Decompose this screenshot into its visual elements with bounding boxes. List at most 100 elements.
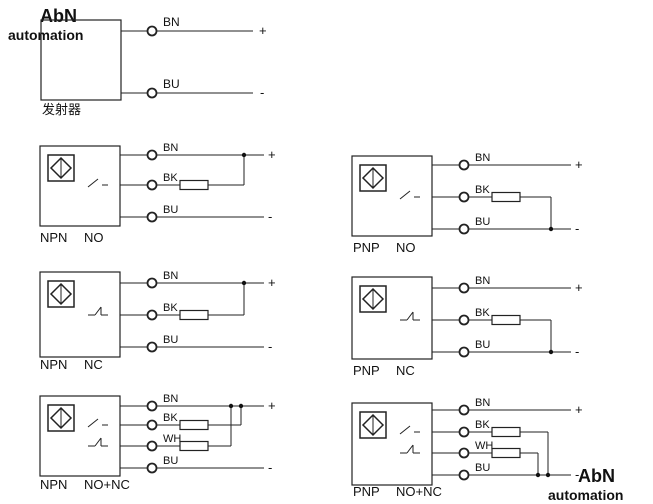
junction-dot: [228, 403, 234, 409]
wire-label: BK: [163, 412, 178, 424]
terminal-node: [458, 404, 470, 416]
wire-label: BN: [163, 270, 178, 282]
normally-closed-switch-icon: [88, 437, 108, 447]
wire-label: BU: [163, 455, 178, 467]
sensor-symbol-square: [47, 280, 75, 308]
wire-bk: BK: [432, 419, 490, 438]
photoelectric-sensor-icon: [47, 280, 75, 308]
resistor-body: [491, 426, 521, 438]
terminal-node: [146, 341, 158, 353]
wire-label: BU: [475, 339, 490, 351]
switch-mode-label: NO: [84, 230, 104, 245]
switch-blade: [94, 437, 102, 447]
output-type-label: NPN: [40, 230, 67, 245]
terminal-sign: +: [268, 275, 276, 290]
terminal-node: [458, 426, 470, 438]
resistor-body: [179, 440, 209, 452]
wire-label: BU: [163, 334, 178, 346]
wire-label: BU: [475, 462, 490, 474]
normally-closed-switch-icon: [400, 444, 420, 454]
sensor-diagram-pnp-no: PNP NO BN + BK BU-: [351, 152, 583, 255]
wire-label: BK: [475, 307, 490, 319]
resistor-body: [179, 419, 209, 431]
wire-label: BN: [475, 152, 490, 164]
photoelectric-sensor-icon: [47, 154, 75, 182]
terminal-node: [146, 419, 158, 431]
wire-bu: BU-: [432, 216, 579, 236]
switch-blade: [406, 444, 414, 454]
switch-blade: [87, 178, 99, 188]
resistor-body: [179, 179, 209, 191]
wire-bu: BU-: [120, 204, 272, 224]
terminal-node: [458, 282, 470, 294]
sensor-symbol-square: [47, 404, 75, 432]
wire-bu: BU -: [121, 77, 264, 100]
wire-bu: BU -: [432, 339, 579, 359]
wire-label: BN: [475, 275, 490, 287]
wire-wh: WH: [432, 440, 493, 459]
terminal-sign: -: [260, 85, 264, 100]
junction-dot: [238, 403, 244, 409]
switch-mode-label: NO: [396, 240, 416, 255]
wire-bk: BK: [120, 412, 178, 431]
resistor-body: [491, 191, 521, 203]
wire-label: BK: [163, 302, 178, 314]
resistor-body: [179, 309, 209, 321]
junction-dot: [535, 472, 541, 478]
junction-dot: [548, 226, 554, 232]
terminal-node: [146, 25, 158, 37]
wire-bu: BU-: [120, 334, 272, 354]
normally-open-switch-icon: [87, 178, 108, 188]
wire-bn: BN+: [432, 397, 583, 417]
terminal-node: [146, 149, 158, 161]
output-type-label: NPN: [40, 357, 67, 372]
wire-label: BK: [475, 184, 490, 196]
wire-label: BN: [475, 397, 490, 409]
terminal-node: [146, 87, 158, 99]
terminal-node: [458, 447, 470, 459]
load-resistor: [468, 426, 551, 478]
normally-closed-switch-icon: [400, 311, 420, 321]
resistor-body: [491, 314, 521, 326]
terminal-sign: +: [575, 157, 583, 172]
terminal-sign: -: [575, 467, 579, 482]
watermark-bottom-right: AbN automation: [548, 466, 623, 503]
watermark-text: automation: [8, 27, 83, 43]
wire-label: BK: [163, 172, 178, 184]
load-resistor: [468, 314, 554, 355]
wire-bu: BU -: [120, 455, 272, 475]
normally-open-switch-icon: [399, 190, 420, 200]
normally-open-switch-icon: [399, 425, 420, 435]
photoelectric-sensor-icon: [47, 404, 75, 432]
terminal-node: [146, 462, 158, 474]
load-resistor: [156, 152, 247, 191]
sensor-symbol-square: [359, 164, 387, 192]
terminal-node: [146, 309, 158, 321]
output-type-label: PNP: [353, 240, 380, 255]
emitter-caption: 发射器: [42, 102, 81, 117]
wire-bn: BN +: [432, 152, 583, 172]
terminal-node: [458, 191, 470, 203]
output-type-label: PNP: [353, 363, 380, 378]
terminal-sign: -: [268, 460, 272, 475]
load-resistor: [156, 280, 247, 321]
output-type-label: NPN: [40, 477, 67, 492]
junction-dot: [241, 280, 247, 286]
terminal-node: [458, 223, 470, 235]
wire-bk: BK: [432, 184, 490, 203]
junction-dot: [548, 349, 554, 355]
load-resistor: [156, 403, 244, 431]
junction-dot: [545, 472, 551, 478]
terminal-sign: -: [575, 344, 579, 359]
wire-label: BU: [163, 204, 178, 216]
terminal-node: [458, 314, 470, 326]
terminal-sign: +: [259, 23, 267, 38]
switch-blade: [87, 418, 99, 428]
terminal-node: [146, 179, 158, 191]
wire-bu: BU -: [432, 462, 579, 482]
wire-bk: BK: [120, 172, 178, 191]
